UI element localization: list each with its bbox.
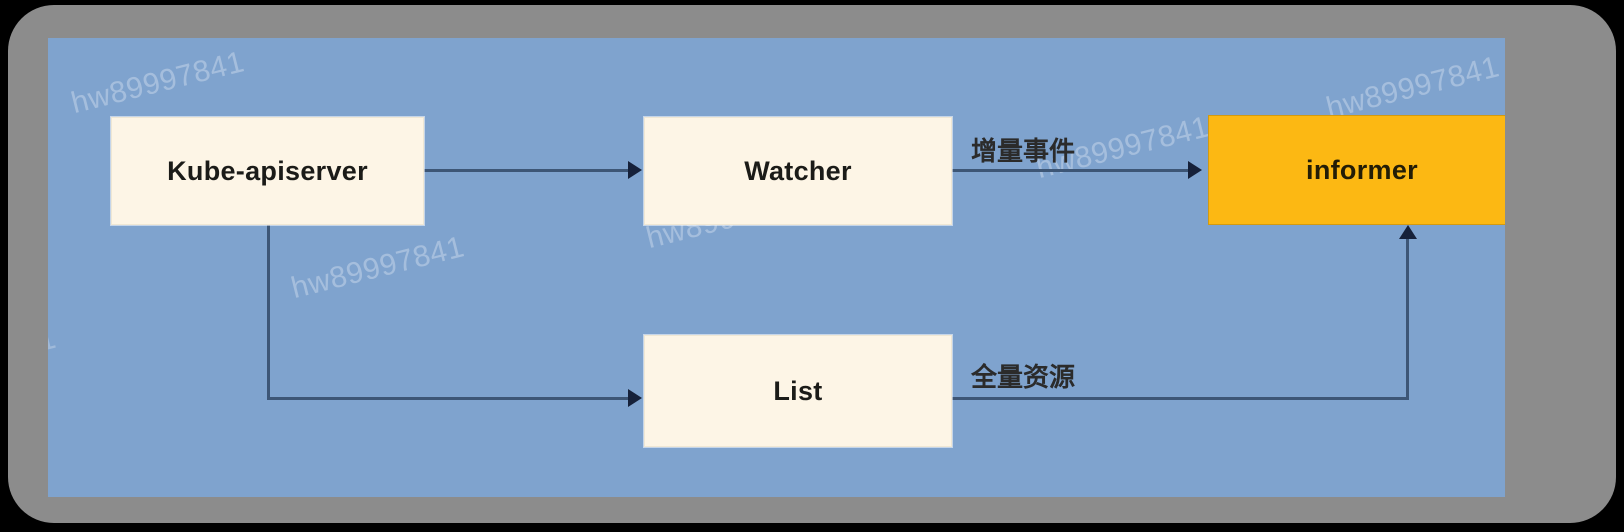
edge-list-to-informer <box>952 397 1409 400</box>
edge-label-incremental-events: 增量事件 <box>971 137 1076 167</box>
edge-list-up-to-informer <box>1406 238 1409 399</box>
arrowhead-right-icon <box>628 161 642 179</box>
arrowhead-right-icon <box>628 389 642 407</box>
watermark: hw89997841 <box>288 230 468 306</box>
edge-label-full-resources: 全量资源 <box>971 363 1076 393</box>
edge-apiserver-down <box>267 225 270 400</box>
watermark: 41 <box>48 321 60 363</box>
edge-watcher-to-informer <box>952 169 1188 172</box>
watermark: hw89997841 <box>68 45 248 121</box>
node-watcher[interactable]: Watcher <box>644 117 952 225</box>
edge-apiserver-to-watcher <box>424 169 628 172</box>
arrowhead-up-icon <box>1399 225 1417 239</box>
diagram-canvas: hw89997841 hw89997841 hw89997841 hw89997… <box>48 38 1505 497</box>
arrowhead-right-icon <box>1188 161 1202 179</box>
device-frame: hw89997841 hw89997841 hw89997841 hw89997… <box>8 5 1616 523</box>
edge-apiserver-to-list <box>267 397 628 400</box>
node-list[interactable]: List <box>644 335 952 447</box>
node-kube-apiserver[interactable]: Kube-apiserver <box>111 117 424 225</box>
node-informer[interactable]: informer <box>1208 115 1505 225</box>
